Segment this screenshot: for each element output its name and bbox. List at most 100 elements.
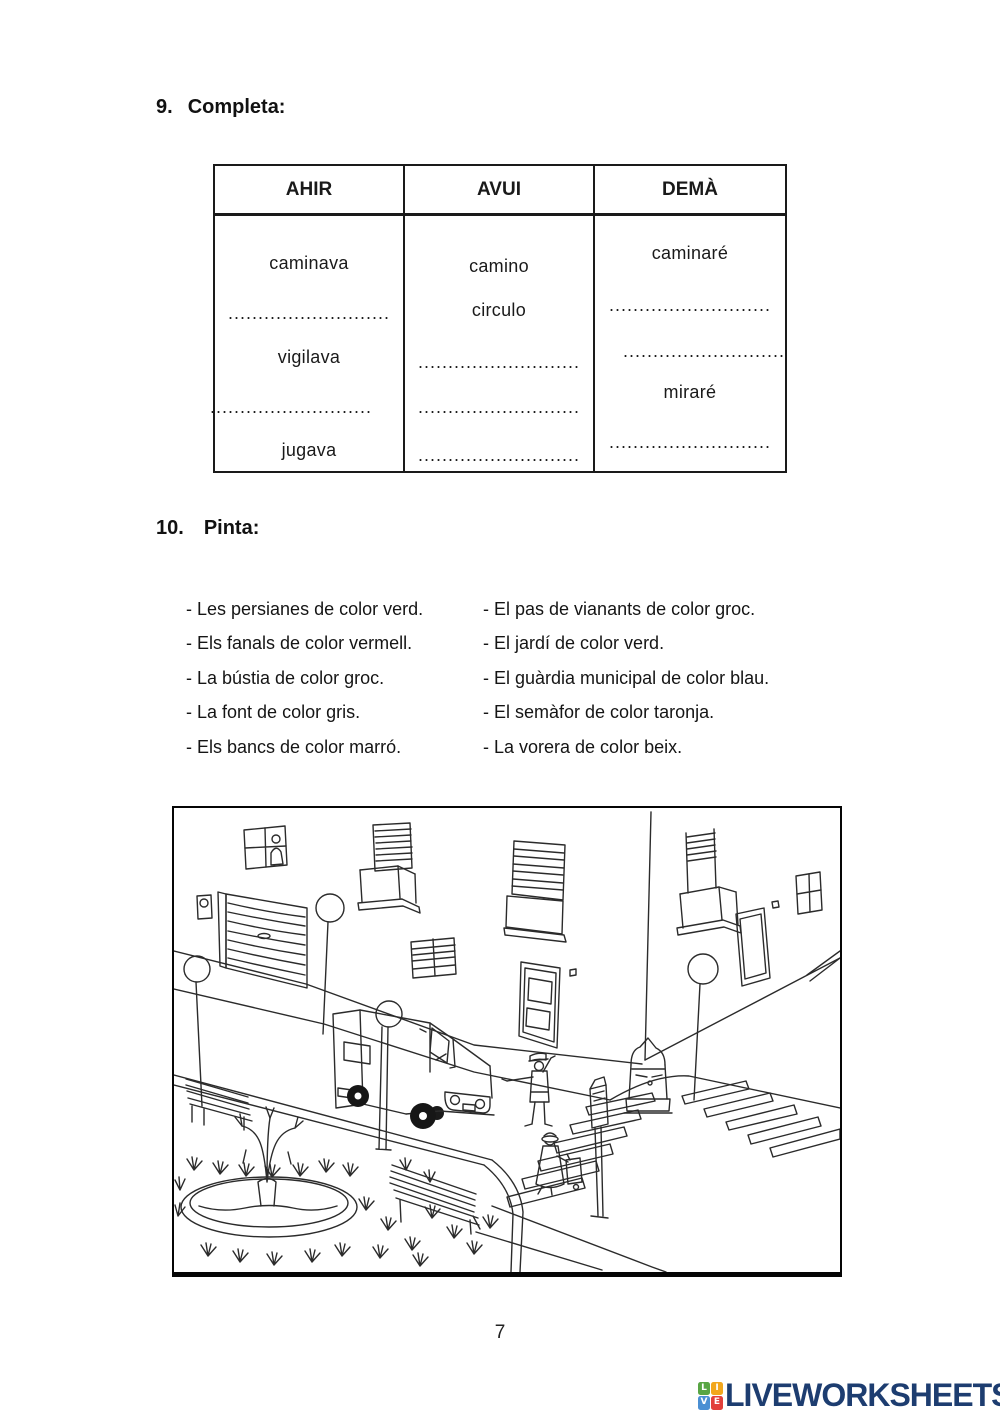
shuttered-balcony-1 [357, 822, 421, 914]
small-box [771, 900, 780, 909]
answer-blank: ........................... [622, 341, 785, 361]
street-lamp-3 [687, 953, 719, 1101]
coat [535, 1145, 565, 1189]
table-cell: caminaré [651, 243, 729, 263]
left-wall-base [174, 950, 643, 1065]
fountain [180, 1106, 358, 1238]
mail-slot [635, 1074, 663, 1078]
left-sidewalk-curb [174, 988, 611, 1101]
list-item: - El guàrdia municipal de color blau. [483, 667, 770, 688]
exercise-number: 10. [156, 517, 184, 539]
garage-shutter-door [196, 891, 308, 989]
right-step [806, 950, 840, 982]
garage-sign [196, 894, 213, 920]
table-cell: camino [469, 256, 529, 276]
shuttered-balcony-3 [676, 828, 742, 936]
mailbox [623, 1037, 673, 1114]
column-header-avui: AVUI [405, 166, 595, 213]
doorbell [569, 968, 577, 977]
column-header-dema: DEMÀ [661, 178, 718, 200]
list-item: - Els bancs de color marró. [186, 736, 402, 757]
list-item: - Les persianes de color verd. [186, 599, 424, 619]
windshield [429, 1027, 450, 1064]
pedestrian-woman [535, 1132, 583, 1196]
van-side-window [343, 1041, 371, 1065]
logo-tile: V [698, 1396, 710, 1410]
street-scene-illustration [172, 806, 842, 1277]
shopping-bag [565, 1153, 583, 1185]
answer-blank: ........................... [227, 303, 390, 323]
liveworksheets-logo: L I V E LIVEWORKSHEETS [698, 1379, 1000, 1411]
right-wall-base [644, 957, 840, 1061]
van-cab [429, 1022, 491, 1069]
water-jets [241, 1117, 296, 1183]
plaza-curb [174, 1074, 493, 1166]
list-item: - El pas de vianants de color groc. [483, 599, 756, 619]
page-number: 7 [494, 1322, 506, 1343]
shuttered-balcony-2 [503, 840, 567, 943]
list-item: - El semàfor de color taronja. [483, 702, 715, 723]
mirror [419, 1028, 427, 1033]
answer-blank: ........................... [209, 397, 372, 417]
exercise-number: 9. [156, 96, 173, 118]
crosswalk-right [681, 1080, 840, 1158]
table-cell: miraré [663, 382, 717, 402]
raised-arm [542, 1055, 556, 1073]
bench-1 [185, 1078, 253, 1131]
column-ahir: caminava ........................... vig… [210, 216, 405, 471]
exercise-10-heading: 10. Pinta: [156, 517, 259, 540]
signal-arm [501, 1076, 534, 1082]
list-item: - La font de color gris. [186, 702, 361, 723]
column-avui: camino circulo .........................… [405, 216, 595, 471]
garden-grass [174, 1156, 499, 1267]
right-door [735, 900, 780, 987]
table-cell: caminava [269, 253, 349, 273]
answer-blank: ........................... [417, 397, 580, 417]
water-surface [198, 1204, 338, 1211]
table-cell: vigilava [277, 347, 341, 367]
bumper [439, 1110, 495, 1116]
table-cell: circulo [471, 300, 527, 320]
window-with-figure [243, 825, 288, 870]
delivery-van [332, 1009, 495, 1129]
column-header-ahir: AHIR [215, 166, 405, 213]
table-header-row: AHIR AVUI DEMÀ [215, 166, 785, 216]
entrance-door [518, 961, 577, 1049]
logo-tile: E [711, 1396, 723, 1410]
street-lamp-1 [183, 955, 211, 1107]
list-item: - El jardí de color verd. [483, 633, 665, 654]
colour-list-left: - Les persianes de color verd. - Els fan… [186, 592, 423, 764]
street-lamp-4 [375, 1000, 403, 1151]
street-lamp-2 [315, 893, 345, 1035]
bottom-sidewalk [475, 1205, 667, 1272]
answer-blank: ........................... [608, 432, 771, 452]
water-drops [242, 1149, 292, 1165]
logo-icon: L I V E [698, 1382, 723, 1410]
table-cell: jugava [281, 440, 337, 460]
logo-tile: L [698, 1382, 710, 1395]
verb-tenses-table: AHIR AVUI DEMÀ caminava ................… [210, 164, 787, 473]
half-open-window [410, 937, 457, 979]
logo-tile: I [711, 1382, 723, 1395]
crosswalk-left [506, 1092, 656, 1208]
traffic-light [589, 1076, 609, 1219]
answer-blank: ........................... [608, 295, 771, 315]
list-item: - Els fanals de color vermell. [186, 633, 413, 654]
exercise-title: Pinta: [203, 517, 260, 539]
answer-blank: ........................... [417, 352, 580, 372]
policeman [501, 1052, 556, 1127]
wiper [435, 1053, 447, 1061]
hat [541, 1135, 559, 1143]
table-body: caminava ........................... vig… [210, 216, 785, 471]
license-plate [462, 1103, 476, 1112]
building-corner [644, 811, 652, 1061]
list-item: - La bústia de color groc. [186, 667, 385, 688]
small-window-right [795, 871, 823, 915]
colour-list-right: - El pas de vianants de color groc. - El… [483, 592, 769, 764]
traffic-light-pole [590, 1126, 609, 1219]
exercise-title: Completa: [187, 96, 286, 118]
buildings-and-street [174, 811, 840, 1272]
logo-text: LIVEWORKSHEETS [725, 1377, 1000, 1413]
exercise-9-heading: 9. Completa: [156, 96, 285, 119]
